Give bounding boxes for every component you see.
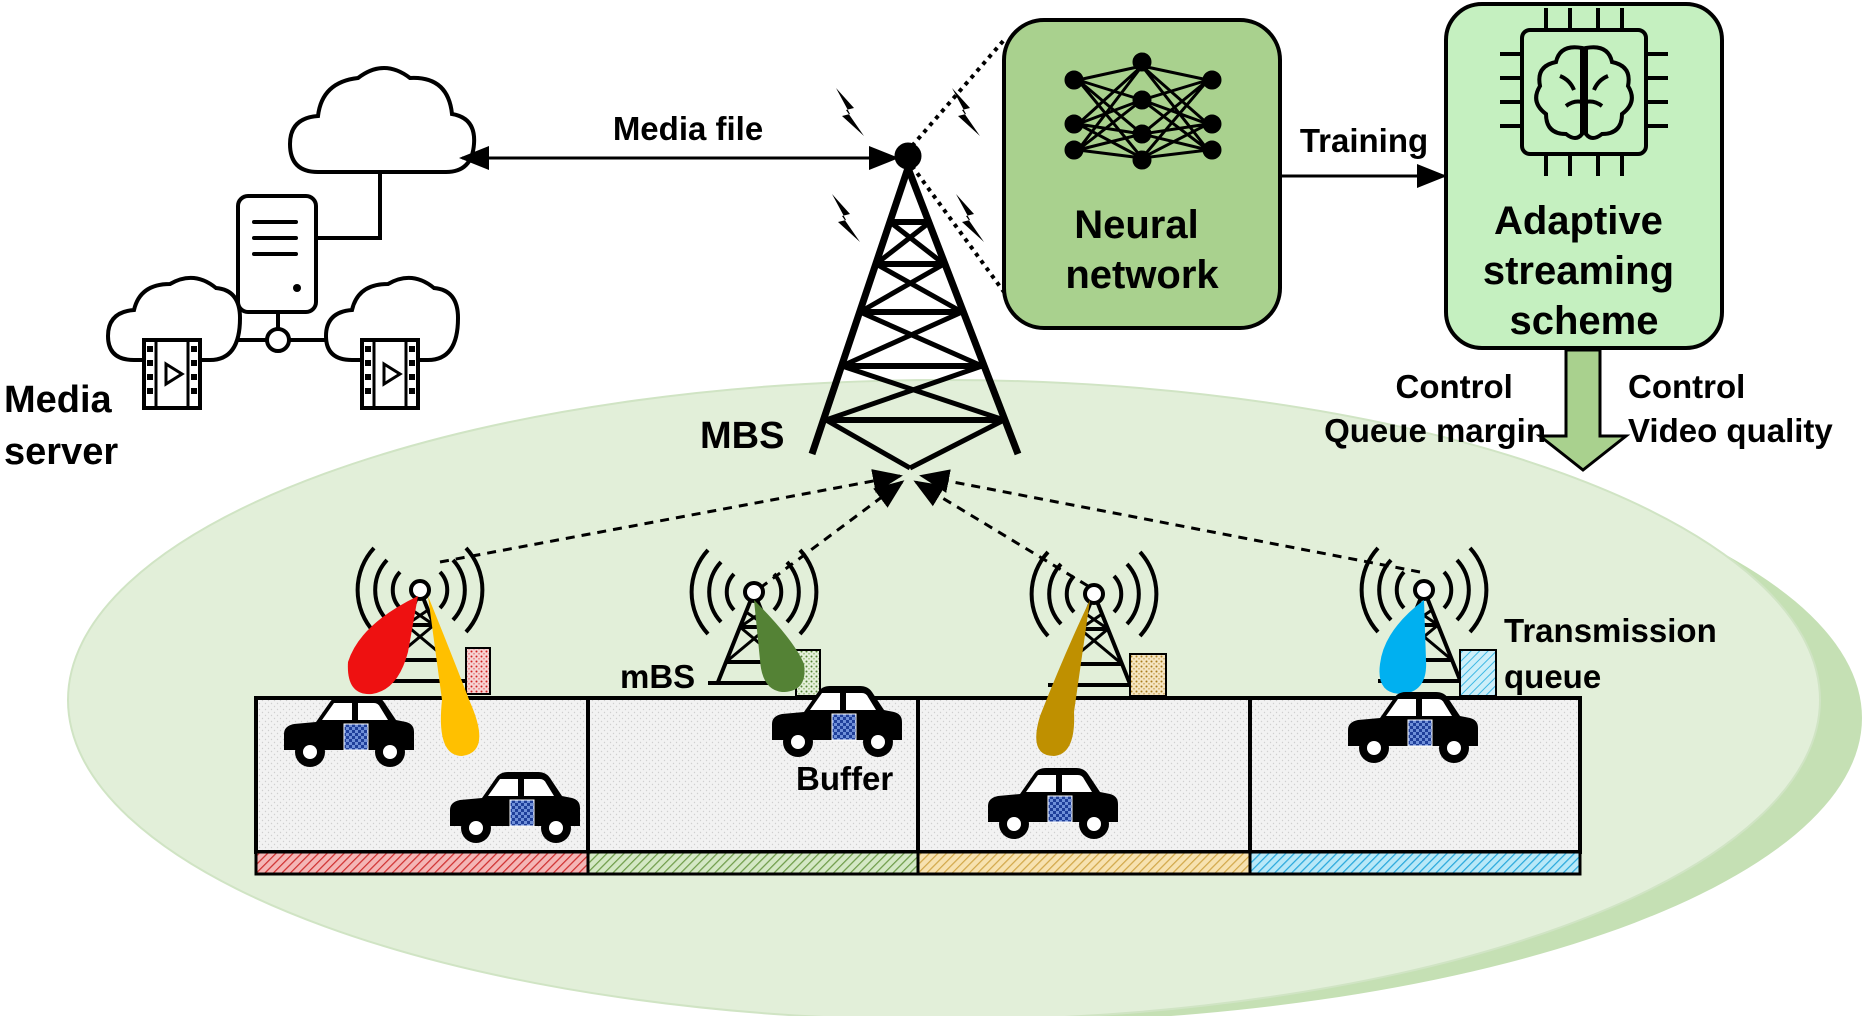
brain-chip-icon — [1500, 8, 1668, 176]
neural-network-box — [1002, 18, 1282, 330]
server-icon — [236, 194, 318, 314]
video-cloud-icon — [105, 276, 243, 410]
beam-yellow — [428, 596, 480, 756]
transmission-queue — [1129, 653, 1167, 697]
beam-blue — [1379, 600, 1427, 694]
cloud-icon — [287, 66, 477, 174]
transmission-queue-label: Transmission queue — [1504, 612, 1726, 695]
neural-network-label: Neural network — [1065, 203, 1219, 297]
media-server-label: Media server — [4, 379, 122, 473]
media-server-icon — [105, 66, 477, 410]
control-arrow — [1535, 348, 1631, 472]
beam-gold — [1036, 600, 1090, 756]
mbs-small-label: mBS — [620, 658, 695, 695]
mbs-label: MBS — [700, 415, 784, 457]
transmission-queue — [1459, 649, 1497, 697]
beam-green — [754, 600, 805, 692]
tower-icon — [808, 142, 1022, 471]
training-label: Training — [1300, 122, 1428, 159]
buffer-label: Buffer — [796, 760, 893, 797]
video-cloud-icon — [323, 276, 461, 410]
adaptive-streaming-box — [1444, 2, 1724, 350]
control-video-quality-label: Control Video quality — [1628, 368, 1833, 449]
transmission-queue — [465, 647, 491, 695]
control-queue-margin-label: Control Queue margin — [1324, 368, 1546, 449]
adaptive-streaming-label: Adaptive streaming scheme — [1483, 199, 1685, 343]
media-file-label: Media file — [613, 110, 763, 147]
neural-network-icon — [1064, 52, 1222, 170]
beam-red — [347, 596, 418, 695]
